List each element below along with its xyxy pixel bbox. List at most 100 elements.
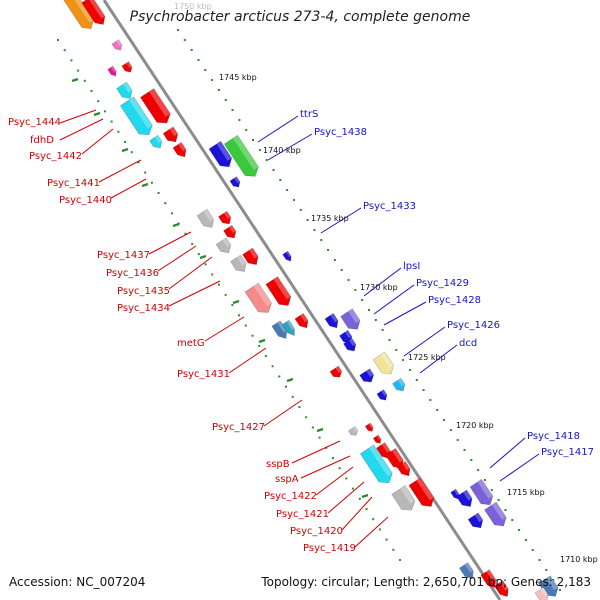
tick-dot	[272, 169, 275, 171]
tick-dot	[395, 349, 398, 351]
gene-label-right: Psyc_1417	[541, 447, 594, 458]
gene-feature	[538, 575, 559, 597]
gene-feature	[494, 580, 509, 598]
tick-dot	[545, 569, 548, 571]
tick-dot	[306, 219, 309, 221]
tick-dot	[258, 344, 261, 347]
tick-dot	[57, 39, 59, 41]
tick-dot	[286, 189, 289, 191]
tick-dot	[211, 79, 214, 81]
gene-leader-line	[59, 109, 97, 124]
tick-dot	[318, 436, 321, 439]
tick-dash	[316, 427, 324, 433]
gene-label-right: ttrS	[300, 109, 318, 120]
gene-leader-line	[363, 267, 402, 297]
gene-feature	[359, 444, 393, 484]
tick-dot	[238, 119, 241, 121]
tick-dot	[70, 59, 73, 62]
tick-dot	[392, 548, 395, 551]
tick-dot	[538, 559, 541, 561]
tick-dot	[429, 399, 432, 401]
tick-dot	[231, 109, 234, 111]
gene-leader-line	[315, 466, 354, 496]
gene-label-left: fdhD	[30, 135, 54, 146]
tick-label: 1735 kbp	[311, 214, 349, 223]
tick-dot	[378, 528, 381, 531]
gene-feature	[121, 61, 133, 73]
tick-dot	[279, 179, 282, 181]
tick-dot	[483, 479, 486, 481]
tick-dash	[361, 493, 369, 499]
tick-dot	[97, 100, 100, 103]
tick-dot	[305, 416, 308, 419]
tick-dot	[372, 518, 375, 521]
gene-feature	[392, 377, 406, 392]
tick-dot	[90, 89, 93, 92]
gene-feature	[480, 569, 497, 588]
tick-dash	[141, 182, 149, 188]
tick-dot	[388, 339, 391, 341]
tick-dot	[244, 324, 247, 327]
tick-dot	[204, 263, 207, 266]
tick-dot	[399, 559, 401, 561]
tick-label: 1730 kbp	[360, 283, 398, 292]
tick-dot	[150, 181, 153, 184]
gene-feature	[230, 254, 247, 273]
tick-dot	[320, 239, 323, 241]
tick-dot	[374, 319, 377, 321]
gene-label-left: Psyc_1442	[29, 151, 82, 162]
tick-dot	[224, 99, 227, 101]
gene-label-left: Psyc_1434	[117, 303, 170, 314]
gene-feature	[162, 126, 179, 143]
gene-leader-line	[267, 133, 313, 161]
tick-dot	[331, 457, 334, 460]
outer-tick-track	[177, 29, 561, 591]
gene-feature	[281, 319, 295, 337]
tick-dot	[497, 499, 500, 501]
tick-dot	[402, 359, 405, 361]
tick-dot	[77, 69, 80, 72]
gene-label-right: Psyc_1429	[416, 278, 469, 289]
tick-dot	[354, 289, 357, 291]
gene-feature	[324, 312, 339, 329]
gene-feature	[107, 65, 117, 77]
gene-feature	[467, 512, 484, 529]
tick-dot	[144, 171, 147, 174]
tick-dot	[456, 439, 459, 441]
tick-dot	[217, 89, 220, 91]
gene-leader-line	[81, 128, 114, 155]
gene-feature	[456, 489, 473, 508]
tick-dot	[265, 159, 268, 161]
tick-dot	[385, 538, 388, 541]
tick-dot	[311, 426, 314, 429]
gene-leader-line	[168, 280, 221, 307]
gene-leader-line	[157, 245, 197, 272]
tick-dot	[264, 355, 267, 358]
gene-feature	[385, 447, 404, 469]
gene-feature	[265, 276, 292, 306]
gene-leader-line	[419, 344, 458, 374]
tick-dot	[436, 409, 439, 411]
tick-label: 1745 kbp	[219, 73, 257, 82]
tick-dot	[292, 199, 295, 201]
gene-leader-line	[110, 178, 147, 199]
gene-feature	[348, 426, 359, 436]
tick-dot	[470, 459, 473, 461]
gene-feature	[196, 208, 214, 228]
gene-leader-line	[257, 115, 299, 143]
tick-dash	[71, 77, 79, 83]
tick-dot	[110, 120, 113, 123]
tick-dot	[278, 375, 281, 378]
tick-dash	[121, 147, 129, 153]
gene-label-left: metG	[177, 338, 205, 349]
tick-dash	[232, 299, 240, 305]
tick-dot	[368, 309, 370, 311]
gene-feature	[149, 134, 163, 149]
tick-dot	[197, 253, 200, 256]
tick-dot	[518, 529, 521, 531]
tick-dot	[327, 249, 330, 251]
gene-feature	[111, 39, 123, 51]
gene-leader-line	[373, 284, 415, 315]
